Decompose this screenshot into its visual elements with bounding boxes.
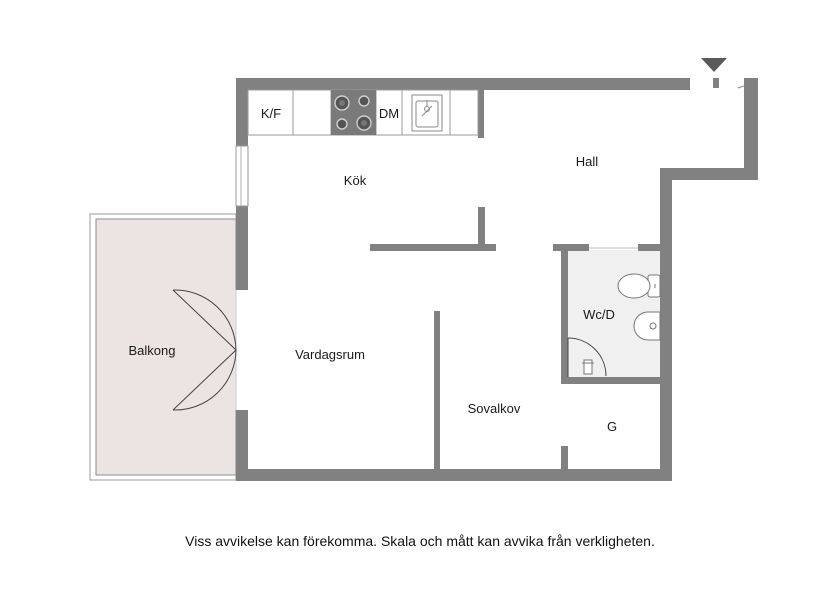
walls — [236, 78, 758, 481]
room-label-hall: Hall — [576, 154, 599, 169]
room-label-wc: Wc/D — [583, 307, 615, 322]
balcony-area — [89, 213, 237, 481]
shower-door-icon — [567, 337, 607, 377]
fridge-freezer-label: K/F — [261, 106, 281, 121]
kitchen-window — [235, 145, 249, 207]
balcony-door — [172, 289, 237, 411]
cooktop-icon — [331, 90, 376, 135]
toilet-icon — [617, 273, 661, 299]
washbasin-icon — [633, 311, 661, 341]
room-label-living-room: Vardagsrum — [295, 347, 365, 362]
entrance-door — [737, 85, 745, 89]
dishwasher-label: DM — [379, 106, 399, 121]
room-label-balcony: Balkong — [129, 343, 176, 358]
room-label-sleeping-alcove: Sovalkov — [468, 401, 521, 416]
entrance-arrow-icon — [701, 58, 727, 72]
room-label-kitchen: Kök — [344, 173, 367, 188]
disclaimer-text: Viss avvikelse kan förekomma. Skala och … — [185, 533, 655, 549]
room-label-storage: G — [607, 419, 617, 434]
sink-icon — [411, 94, 443, 132]
